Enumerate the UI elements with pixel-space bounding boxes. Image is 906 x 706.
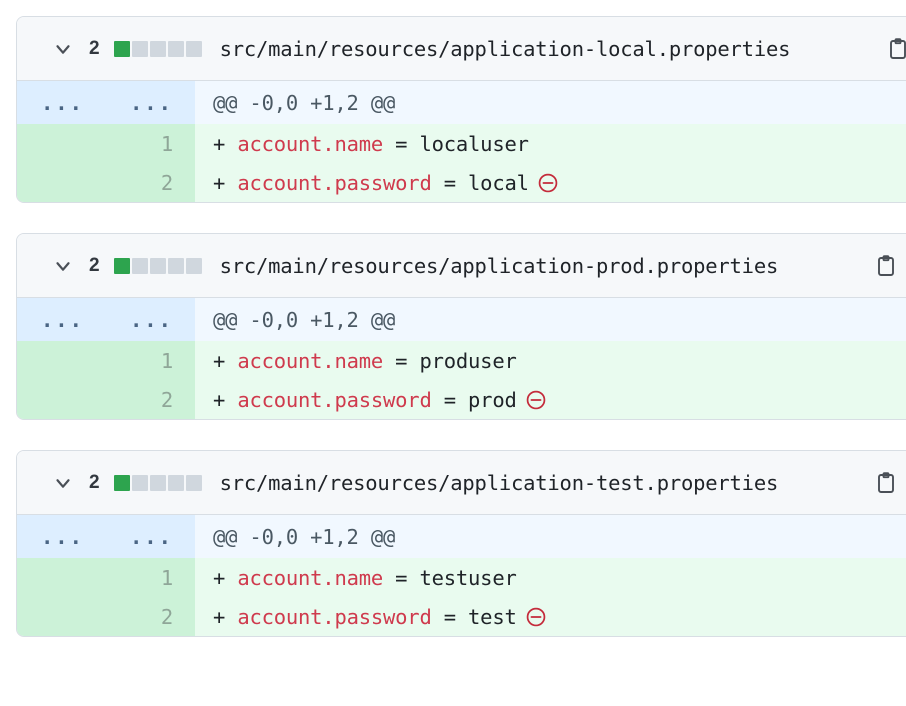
diff-line-code: + account.password = test: [195, 597, 906, 636]
property-key: account.password: [237, 387, 432, 412]
hunk-header: @@ -0,0 +1,2 @@: [195, 298, 906, 341]
diff-line-row: 2 + account.password = test: [17, 597, 906, 636]
property-equals: =: [431, 604, 469, 629]
hunk-old-dots: ...: [17, 298, 106, 341]
property-key: account.name: [237, 131, 384, 156]
change-count: 2: [89, 472, 100, 493]
file-header[interactable]: 2 src/main/resources/application-test.pr…: [17, 451, 906, 515]
diff-marker: +: [213, 131, 226, 156]
old-line-number: [17, 380, 106, 419]
clipboard-copy-icon[interactable]: [871, 468, 901, 498]
file-diff-card: 2 src/main/resources/application-test.pr…: [16, 450, 906, 637]
new-line-number: 2: [106, 380, 195, 419]
diffstat-bar: [113, 474, 202, 491]
new-line-number: 1: [106, 341, 195, 380]
property-key: account.name: [237, 565, 384, 590]
hunk-header: @@ -0,0 +1,2 @@: [195, 515, 906, 558]
change-count: 2: [89, 255, 100, 276]
property-value: test: [468, 604, 517, 629]
property-key: account.password: [237, 604, 432, 629]
property-key: account.name: [237, 348, 384, 373]
diff-line-row: 1 + account.name = testuser: [17, 558, 906, 597]
file-path[interactable]: src/main/resources/application-prod.prop…: [219, 253, 779, 278]
property-value: prod: [468, 387, 517, 412]
clipboard-copy-icon[interactable]: [871, 251, 901, 281]
new-line-number: 2: [106, 597, 195, 636]
hunk-new-dots: ...: [106, 515, 195, 558]
diff-line-code: + account.name = localuser: [195, 124, 906, 163]
file-diff-card: 2 src/main/resources/application-prod.pr…: [16, 233, 906, 420]
diff-line-row: 2 + account.password = local: [17, 163, 906, 202]
new-line-number: 2: [106, 163, 195, 202]
property-key: account.password: [237, 170, 432, 195]
circle-minus-icon[interactable]: [537, 172, 559, 194]
diff-line-row: 1 + account.name = localuser: [17, 124, 906, 163]
file-path[interactable]: src/main/resources/application-local.pro…: [219, 36, 791, 61]
new-line-number: 1: [106, 124, 195, 163]
new-line-number: 1: [106, 558, 195, 597]
hunk-row: ... ... @@ -0,0 +1,2 @@: [17, 515, 906, 558]
circle-minus-icon[interactable]: [525, 389, 547, 411]
property-equals: =: [383, 348, 420, 373]
chevron-down-icon[interactable]: [51, 254, 75, 278]
diff-marker: +: [213, 565, 226, 590]
clipboard-copy-icon[interactable]: [883, 34, 906, 64]
diffstat-bar: [113, 257, 202, 274]
hunk-row: ... ... @@ -0,0 +1,2 @@: [17, 298, 906, 341]
old-line-number: [17, 163, 106, 202]
chevron-down-icon[interactable]: [51, 471, 75, 495]
property-equals: =: [431, 170, 469, 195]
file-path[interactable]: src/main/resources/application-test.prop…: [219, 470, 779, 495]
diff-table: ... ... @@ -0,0 +1,2 @@ 1 + account.name…: [17, 298, 906, 419]
chevron-down-icon[interactable]: [51, 37, 75, 61]
diff-table: ... ... @@ -0,0 +1,2 @@ 1 + account.name…: [17, 515, 906, 636]
diff-line-code: + account.password = local: [195, 163, 906, 202]
hunk-header: @@ -0,0 +1,2 @@: [195, 81, 906, 124]
hunk-row: ... ... @@ -0,0 +1,2 @@: [17, 81, 906, 124]
hunk-old-dots: ...: [17, 81, 106, 124]
diff-line-row: 1 + account.name = produser: [17, 341, 906, 380]
diff-marker: +: [213, 348, 226, 373]
property-value: produser: [419, 348, 517, 373]
old-line-number: [17, 124, 106, 163]
diff-marker: +: [213, 387, 226, 412]
property-value: localuser: [419, 131, 529, 156]
old-line-number: [17, 558, 106, 597]
hunk-new-dots: ...: [106, 81, 195, 124]
diff-table: ... ... @@ -0,0 +1,2 @@ 1 + account.name…: [17, 81, 906, 202]
hunk-new-dots: ...: [106, 298, 195, 341]
property-value: local: [468, 170, 529, 195]
diff-line-code: + account.name = testuser: [195, 558, 906, 597]
property-equals: =: [383, 565, 420, 590]
diffstat-bar: [113, 40, 202, 57]
diff-line-code: + account.name = produser: [195, 341, 906, 380]
property-equals: =: [383, 131, 420, 156]
old-line-number: [17, 341, 106, 380]
circle-minus-icon[interactable]: [525, 606, 547, 628]
property-equals: =: [431, 387, 469, 412]
file-header[interactable]: 2 src/main/resources/application-prod.pr…: [17, 234, 906, 298]
diff-line-code: + account.password = prod: [195, 380, 906, 419]
hunk-old-dots: ...: [17, 515, 106, 558]
file-diff-card: 2 src/main/resources/application-local.p…: [16, 16, 906, 203]
property-value: testuser: [419, 565, 517, 590]
file-header[interactable]: 2 src/main/resources/application-local.p…: [17, 17, 906, 81]
diff-marker: +: [213, 604, 226, 629]
diff-marker: +: [213, 170, 226, 195]
diff-line-row: 2 + account.password = prod: [17, 380, 906, 419]
change-count: 2: [89, 38, 100, 59]
old-line-number: [17, 597, 106, 636]
